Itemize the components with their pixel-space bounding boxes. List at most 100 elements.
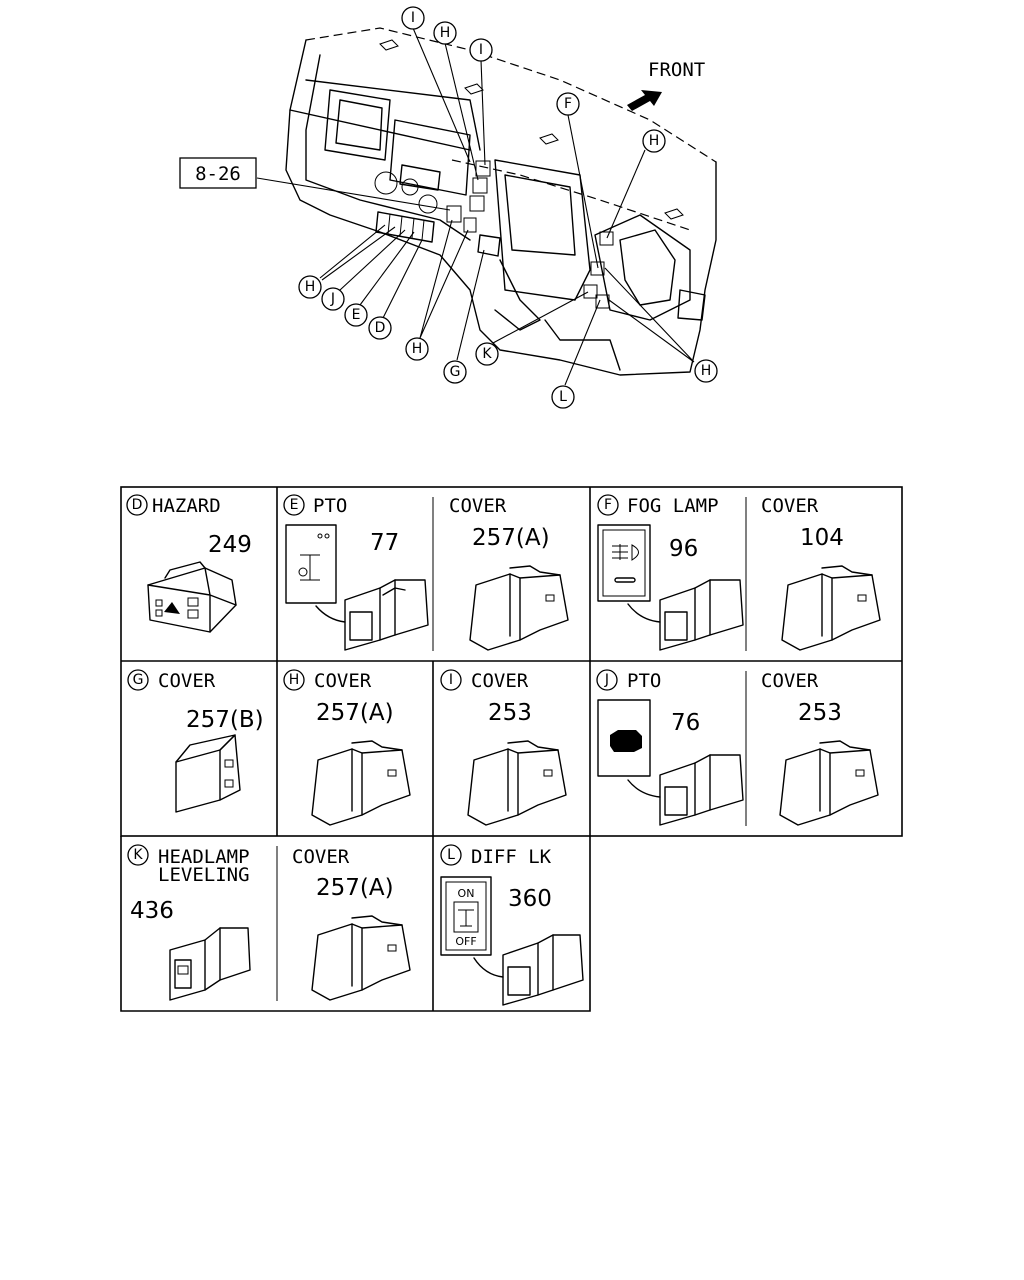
panel-e-cover: COVER 257(A)	[449, 495, 569, 651]
svg-text:D: D	[132, 497, 143, 513]
parts-grid	[120, 486, 903, 1012]
svg-text:K: K	[482, 346, 492, 362]
panel-f-fog-lamp: F FOG LAMP 96	[597, 494, 744, 651]
svg-text:D: D	[375, 320, 386, 336]
panel-g-cover: G COVER 257(B)	[127, 669, 264, 813]
reference-box: 8-26	[179, 157, 257, 189]
callout-g: G	[443, 360, 467, 384]
diff-lock-switch-icon	[502, 934, 584, 1006]
panel-k-cover: COVER 257(A)	[292, 846, 411, 1001]
cover-icon	[311, 740, 411, 826]
callout-f: F	[556, 92, 580, 116]
fog-lamp-symbol-icon	[597, 524, 651, 602]
svg-text:104: 104	[800, 525, 844, 551]
callout-h-4: H	[405, 337, 429, 361]
svg-text:COVER: COVER	[761, 495, 819, 517]
cover-icon	[469, 565, 569, 651]
front-arrow-icon	[627, 90, 662, 111]
svg-text:ON: ON	[458, 887, 475, 900]
panel-j-pto: J PTO 76	[596, 669, 744, 826]
svg-text:HAZARD: HAZARD	[152, 495, 221, 517]
svg-text:E: E	[290, 497, 299, 513]
svg-text:OFF: OFF	[455, 935, 476, 948]
callout-h-5: H	[694, 359, 718, 383]
svg-text:PTO: PTO	[627, 670, 661, 692]
svg-text:360: 360	[508, 886, 552, 912]
svg-text:L: L	[559, 389, 567, 405]
panel-d-hazard: D HAZARD 249	[126, 494, 252, 633]
svg-text:HEADLAMP: HEADLAMP	[158, 846, 250, 868]
svg-text:8-26: 8-26	[195, 163, 241, 185]
pto-symbol-icon	[285, 524, 337, 604]
cover-icon	[779, 740, 879, 826]
svg-text:COVER: COVER	[314, 670, 372, 692]
hazard-switch-icon	[147, 561, 237, 633]
callout-i-2: I	[469, 38, 493, 62]
panel-j-cover: COVER 253	[761, 670, 879, 826]
callout-e: E	[344, 303, 368, 327]
svg-text:I: I	[449, 672, 453, 688]
svg-text:257(B): 257(B)	[186, 707, 264, 733]
svg-text:H: H	[412, 341, 423, 357]
callout-d: D	[368, 316, 392, 340]
svg-text:G: G	[450, 364, 461, 380]
svg-text:COVER: COVER	[292, 846, 350, 868]
svg-text:253: 253	[488, 700, 532, 726]
svg-text:DIFF LK: DIFF LK	[471, 846, 552, 868]
svg-text:L: L	[447, 847, 455, 863]
svg-text:F: F	[604, 497, 612, 513]
svg-text:I: I	[411, 10, 415, 26]
svg-text:H: H	[701, 363, 712, 379]
leveling-switch-icon	[169, 927, 251, 1001]
svg-text:77: 77	[370, 530, 399, 556]
svg-text:436: 436	[130, 898, 174, 924]
callout-l: L	[551, 385, 575, 409]
svg-text:COVER: COVER	[449, 495, 507, 517]
cover-b-icon	[175, 734, 241, 813]
cover-icon	[781, 565, 881, 651]
svg-text:96: 96	[669, 536, 698, 562]
panel-f-cover: COVER 104	[761, 495, 881, 651]
callout-i-1: I	[401, 6, 425, 30]
svg-text:H: H	[289, 672, 300, 688]
svg-text:253: 253	[798, 700, 842, 726]
svg-text:249: 249	[208, 532, 252, 558]
svg-text:H: H	[440, 25, 451, 41]
diff-lock-symbol-icon: ON OFF	[440, 876, 492, 956]
svg-text:E: E	[352, 307, 361, 323]
svg-text:257(A): 257(A)	[316, 700, 394, 726]
pto-switch-icon	[344, 579, 429, 651]
panel-i-cover: I COVER 253	[440, 669, 567, 826]
callout-h-2: H	[642, 129, 666, 153]
svg-text:COVER: COVER	[158, 670, 216, 692]
cover-icon	[467, 740, 567, 826]
front-label: FRONT	[648, 59, 705, 81]
svg-text:J: J	[604, 672, 609, 688]
callout-leaders	[256, 27, 695, 386]
svg-text:LEVELING: LEVELING	[158, 864, 250, 886]
panel-l-diff-lock: L DIFF LK 360 ON OFF	[440, 844, 584, 1006]
fog-lamp-switch-icon	[659, 579, 744, 651]
panel-e-pto: E PTO 77	[283, 494, 429, 651]
svg-text:257(A): 257(A)	[316, 875, 394, 901]
svg-text:257(A): 257(A)	[472, 525, 550, 551]
callout-j: J	[321, 287, 345, 311]
svg-text:F: F	[564, 96, 572, 112]
callout-circles: I H I F H H J E D H G K H L	[298, 6, 718, 409]
svg-text:PTO: PTO	[313, 495, 347, 517]
svg-text:H: H	[649, 133, 660, 149]
callout-h-1: H	[433, 21, 457, 45]
callout-k: K	[475, 342, 499, 366]
dashboard-illustration	[285, 27, 717, 376]
svg-text:J: J	[330, 291, 335, 307]
panel-k-headlamp-leveling: K HEADLAMP LEVELING 436	[127, 844, 251, 1001]
svg-text:COVER: COVER	[471, 670, 529, 692]
callout-h-3: H	[298, 275, 322, 299]
svg-text:76: 76	[671, 710, 700, 736]
svg-text:I: I	[479, 42, 483, 58]
panel-h-cover: H COVER 257(A)	[283, 669, 411, 826]
pto-switch-icon	[659, 754, 744, 826]
svg-text:G: G	[133, 672, 144, 688]
svg-text:COVER: COVER	[761, 670, 819, 692]
